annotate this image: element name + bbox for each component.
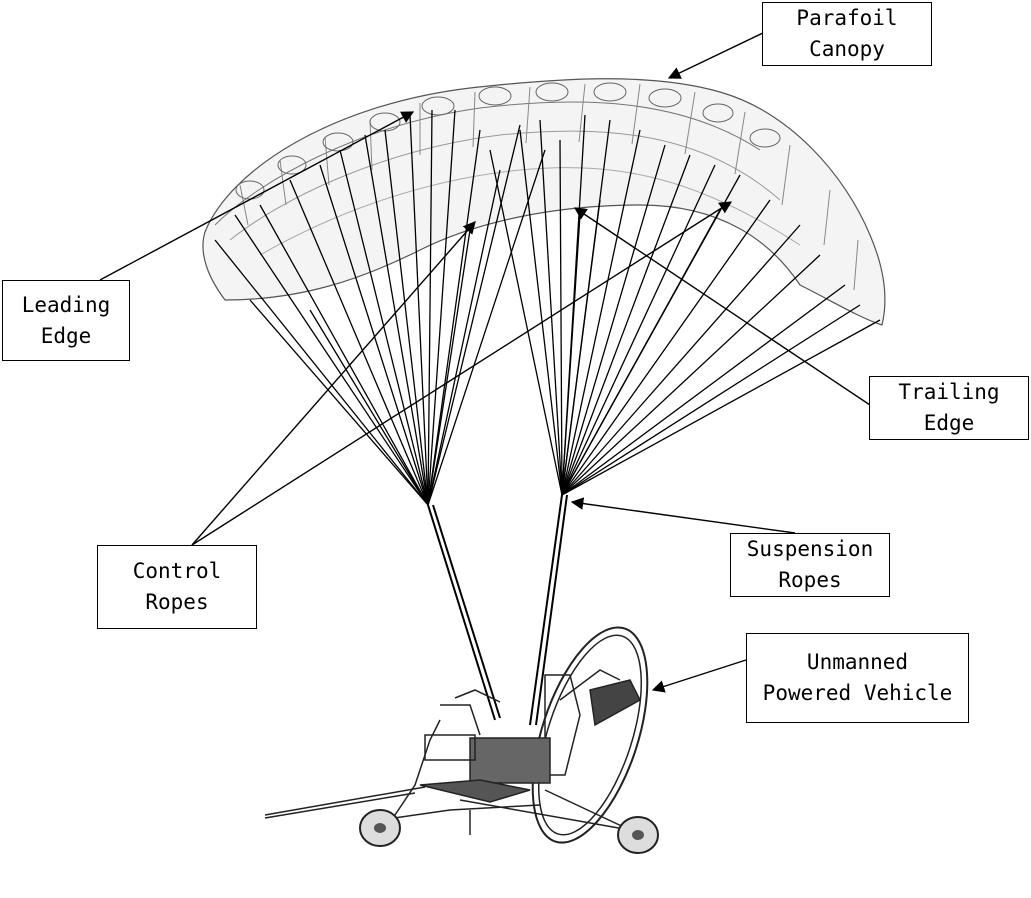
label-line: Trailing: [898, 380, 1000, 404]
label-line: Powered Vehicle: [762, 681, 953, 705]
control-ropes-arrow-2: [191, 201, 733, 546]
parafoil-canopy-arrow: [667, 31, 766, 79]
left-rope-bundle: [214, 109, 546, 506]
leading-edge-arrow: [99, 111, 415, 281]
label-line: Edge: [40, 323, 92, 348]
label-line: Canopy: [809, 37, 885, 61]
label-line: Ropes: [145, 590, 209, 614]
label-line: Suspension: [746, 537, 874, 561]
callout-lines: [99, 31, 871, 693]
unmanned-vehicle-drawing: [264, 626, 649, 844]
label-line: Unmanned: [806, 650, 909, 674]
unmanned-vehicle-arrow: [651, 659, 747, 693]
suspension-ropes-arrow: [570, 497, 796, 534]
rear-wheel-right: [617, 816, 659, 854]
parafoil-canopy-drawing: [202, 78, 886, 326]
label-line: Leading: [21, 292, 111, 317]
rear-wheel-left: [359, 809, 401, 847]
label-line: Control: [132, 559, 222, 583]
right-rope-bundle: [489, 114, 881, 496]
label-line: Edge: [923, 411, 975, 435]
label-line: Parafoil: [796, 6, 898, 30]
control-ropes-arrow-1: [191, 221, 476, 546]
label-line: Ropes: [778, 568, 842, 592]
trailing-edge-arrow: [573, 207, 871, 406]
main-risers: [427, 494, 568, 726]
